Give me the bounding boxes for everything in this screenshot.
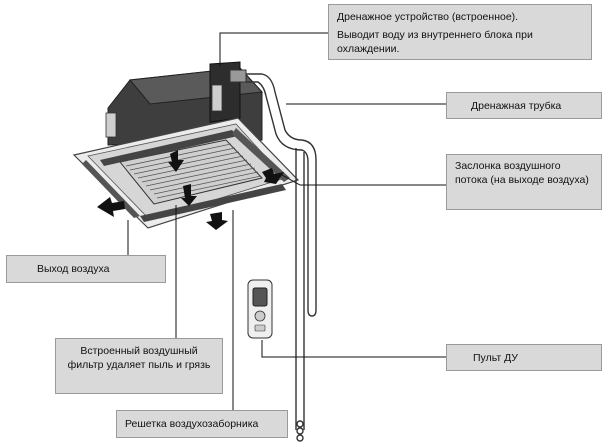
label-air-flap: Заслонка воздушного потока (на выходе во… xyxy=(446,154,602,210)
label-air-outlet: Выход воздуха xyxy=(6,255,166,283)
remote-text: Пульт ДУ xyxy=(473,352,518,364)
label-drain-pipe: Дренажная трубка xyxy=(446,92,602,119)
label-air-filter: Встроенный воздушный фильтр удаляет пыль… xyxy=(55,338,223,394)
intake-grille-text: Решетка воздухозаборника xyxy=(125,418,259,430)
drain-device-title: Дренажное устройство (встроенное). xyxy=(337,11,519,23)
airflow-arrow-icon xyxy=(97,150,284,230)
label-remote: Пульт ДУ xyxy=(446,344,602,371)
drain-pipe-icon xyxy=(246,73,317,442)
air-filter-text: Встроенный воздушный фильтр удаляет пыль… xyxy=(67,345,211,371)
drain-pipe-text: Дренажная трубка xyxy=(471,100,562,112)
label-intake-grille: Решетка воздухозаборника xyxy=(116,410,288,438)
cassette-unit-icon xyxy=(72,61,300,229)
remote-control-icon xyxy=(247,279,273,339)
label-drain-device: Дренажное устройство (встроенное). Вывод… xyxy=(328,4,592,60)
drain-device-description: Выводит воду из внутреннего блока при ох… xyxy=(337,29,533,55)
air-flap-text: Заслонка воздушного потока (на выходе во… xyxy=(455,160,589,186)
leader-lines xyxy=(127,32,446,416)
air-outlet-text: Выход воздуха xyxy=(37,263,110,275)
